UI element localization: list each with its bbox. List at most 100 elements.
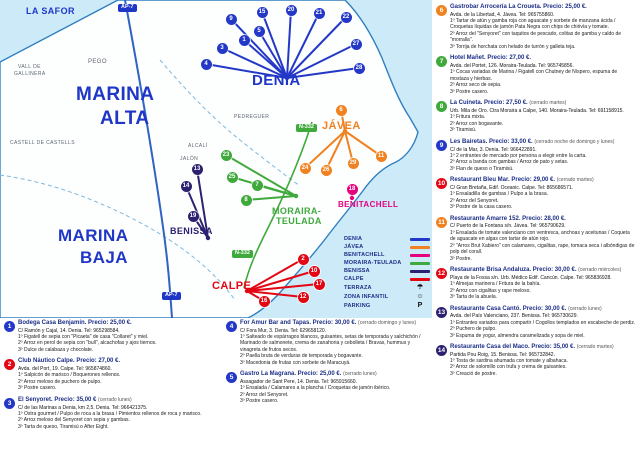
menu-item: 2º Paella bruta de verduras de temporada… [240,353,363,360]
listing-menu: 1º Tosta de sardina ahumada con tomate y… [450,358,636,378]
legend-label: ZONA INFANTIL [344,293,389,300]
map-marker-5[interactable]: 5 [253,25,265,37]
menu-item: 1º Almejas marinera / Fritura de la bahí… [450,281,541,288]
listing-closed-note: (cerrado miércoles) [578,267,622,274]
map-marker-22[interactable]: 22 [340,11,352,23]
terrace-icon: ☂ [416,284,424,291]
map-marker-25[interactable]: 25 [226,171,238,183]
restaurant-listing-10: 10 Restaurant Bleu Mar. Precio: 29,00 €.… [436,177,636,210]
route-line-calpe [246,290,304,298]
listing-title: Restaurante Amarre 152. Precio: 28,00 €. [450,216,636,223]
map-label-marina: MARINA [76,84,155,105]
map-marker-27[interactable]: 27 [350,38,362,50]
map-marker-1[interactable]: 1 [238,34,250,46]
listing-closed-note: (cerrado lunes) [568,305,602,312]
route-line-javea [304,130,346,169]
map-marker-12[interactable]: 12 [297,291,309,303]
map-marker-23[interactable]: 23 [220,149,232,161]
listing-menu: 1º Fritura mixta.2º Arroz con bogavante.… [450,114,636,134]
map-marker-21[interactable]: 21 [313,7,325,19]
listing-title: Restaurante Casa Cantó. Precio: 30,00 €.… [450,306,636,313]
legend-label: JÁVEA [344,244,364,250]
listing-menu: 1º Figatell de sepia con "Picaeta" de ca… [18,334,220,354]
map-label-teulada: TEULADA [276,216,322,226]
legend-label: BENISSA [344,268,370,274]
legend-label: MORAIRA-TEULADA [344,260,402,266]
road-badge-n-332: N-332 [232,250,253,258]
legend-color-line-denia [410,237,430,241]
route-line-denia [205,63,288,79]
listing-number-badge: 10 [436,178,447,190]
map-marker-29[interactable]: 29 [347,157,359,169]
map-marker-11[interactable]: 11 [375,150,387,162]
listing-address: C/ de la Mar, 3. Denia. Tel: 966422891. [450,146,537,153]
map-marker-8[interactable]: 8 [240,194,252,206]
listing-title: Bodega Casa Benjamín. Precio: 25,00 €. [18,320,220,327]
map-marker-3[interactable]: 3 [216,42,228,54]
legend-color-line-benissa [410,269,430,273]
map-marker-6[interactable]: 6 [335,104,347,116]
menu-item: 1º Salpicón de marisco / Boquerones rell… [18,372,121,379]
menu-item: 1º Tartar de atún y gamba roja con aguac… [450,17,616,31]
menu-item: 2º Arroz seco de sepia. [450,82,502,89]
map-marker-28[interactable]: 28 [353,62,365,74]
map-marker-20[interactable]: 20 [285,4,297,16]
menu-item: 3º Postre casero. [18,385,57,392]
map-marker-15[interactable]: 15 [256,6,268,18]
map-marker-18[interactable]: 18 [346,183,358,195]
listing-title: Gastrobar Arrocería La Croueta. Precio: … [450,4,636,11]
menu-item: 2º Puchero de pulpo. [450,326,497,332]
listing-body: La Cuineta. Precio: 27,50 €. (cerrado ma… [450,100,636,133]
listing-closed-note: (cerrado noche de domingo y lunes) [534,138,615,145]
route-line-denia [286,43,357,79]
route-line-denia [243,39,288,79]
listing-address: C/ Puerto de la Fontana s/n. Jávea. Tel:… [450,223,566,230]
map-marker-7[interactable]: 7 [251,179,263,191]
route-line-benissa [196,168,209,239]
municipal-boundary-2 [159,59,301,187]
legend-entry-javea: JÁVEA [344,244,430,250]
menu-item: 1º Ensaladilla de gambas / Pulpo a la br… [450,191,548,198]
restaurant-listing-4: 4 For Amur Bar and Tapas. Precio: 30,00 … [226,320,428,366]
listing-title: La Cuineta. Precio: 27,50 €. (cerrado ma… [450,100,636,107]
map-marker-19[interactable]: 19 [187,210,199,222]
town-hub-calpe [244,288,250,294]
menu-item: 3º Postre casero. [450,88,489,95]
listing-address: C/ Gran Bretaña, Edif. Oceanic. Calpe. T… [450,184,574,191]
menu-item: 1º Cocas variadas de Marina / Figatell c… [450,69,618,82]
legend-color-line-benitachell [410,253,430,257]
map-label-pedreguer: PEDREGUER [234,114,270,120]
listing-body: Les Bairetas. Precio: 33,00 €. (cerrado … [450,139,636,172]
listing-body: Restaurante Casa del Maco. Precio: 35,00… [450,344,636,377]
listing-address: Playa de la Fossa s/n. Urb. Médico Edif.… [450,274,612,281]
listing-body: For Amur Bar and Tapas. Precio: 30,00 €.… [240,320,428,366]
route-line-calpe [246,270,315,292]
listing-number-badge: 2 [4,359,15,371]
listing-body: Club Náutico Calpe. Precio: 27,00 €. Avd… [18,358,220,391]
listing-body: Restaurante Casa Cantó. Precio: 30,00 €.… [450,306,636,339]
map-marker-2[interactable]: 2 [297,253,309,265]
menu-item: 2º "Arros Brut Xabiero" con calamares, c… [450,242,635,256]
map-label-denia: DENIA [252,72,301,89]
map-label-alta: ALTA [100,108,150,129]
menu-item: 3º Tarta de la abuela. [450,294,498,301]
listing-menu: 1º Entrantes variados para compartir / C… [450,320,636,340]
restaurant-listing-12: 12 Restaurante Brisa Andaluza. Precio: 3… [436,267,636,300]
map-marker-24[interactable]: 24 [299,162,311,174]
map-marker-10[interactable]: 10 [308,265,320,277]
listing-number-badge: 12 [436,268,447,280]
listing-body: El Senyoret. Precio: 35,00 € (cerrado lu… [18,397,220,430]
map-label-vall-de: VALL DE [18,64,41,70]
map-marker-4[interactable]: 4 [200,58,212,70]
listing-address: Urb. Mila de Oro. Ctra Moraira a Calpe, … [450,108,624,115]
map-marker-26[interactable]: 26 [320,164,332,176]
listing-name-price: Restaurante Casa del Maco. Precio: 35,00… [450,344,576,350]
map-marker-14[interactable]: 14 [180,180,192,192]
map-marker-9[interactable]: 9 [225,13,237,25]
map-marker-17[interactable]: 17 [313,278,325,290]
listing-number-badge: 13 [436,306,447,318]
listing-name-price: Restaurante Casa Cantó. Precio: 30,00 €. [450,305,567,312]
map-marker-13[interactable]: 13 [191,163,203,175]
map-marker-16[interactable]: 16 [258,295,270,307]
menu-item: 3º Torrija de horchata con helado de tur… [450,43,576,50]
